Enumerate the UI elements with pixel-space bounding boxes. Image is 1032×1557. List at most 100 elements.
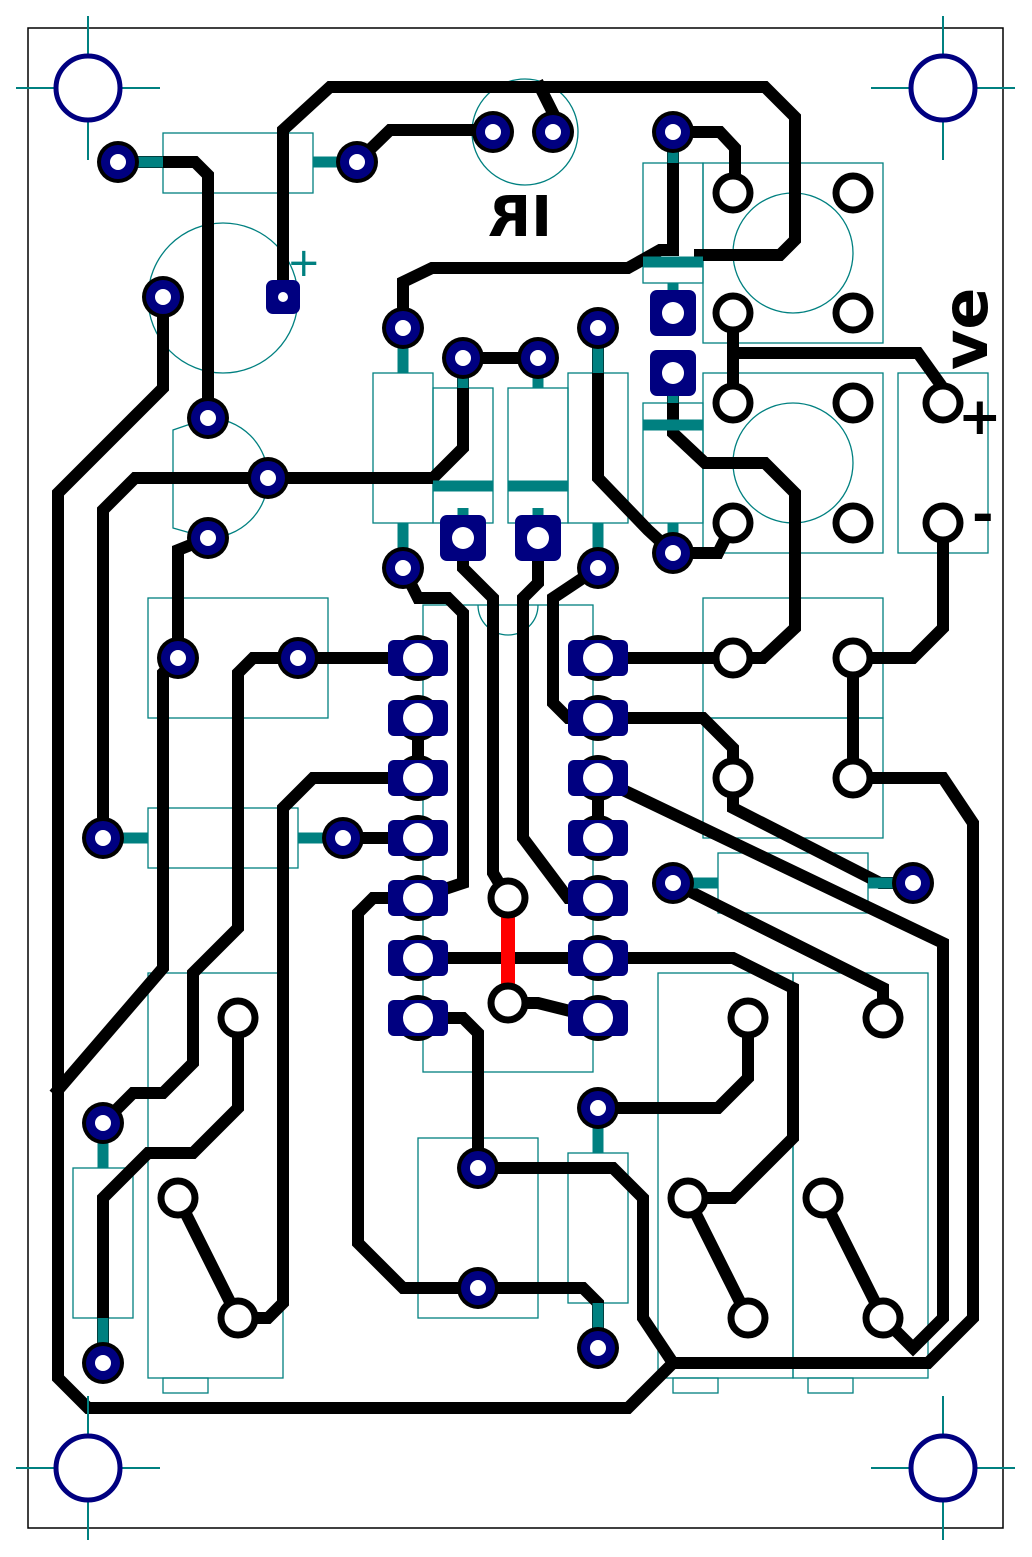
pad-hole (290, 650, 306, 666)
through-hole-pad (712, 502, 754, 544)
through-hole-pad (802, 1177, 844, 1219)
pad-hole (583, 1003, 613, 1033)
pad-hole (905, 875, 921, 891)
through-hole-pad (217, 997, 259, 1039)
pad-hole (455, 350, 471, 366)
minus-label: - (972, 485, 994, 545)
pad-hole (403, 643, 433, 673)
pad-hole (349, 154, 365, 170)
pad-hole (395, 320, 411, 336)
mounting-hole (53, 1433, 123, 1503)
pad-hole (590, 1340, 606, 1356)
through-hole-pad (862, 1297, 904, 1339)
pad-hole (403, 1003, 433, 1033)
copper-trace (679, 1189, 757, 1327)
through-hole-pad (667, 1177, 709, 1219)
through-hole-pad (832, 637, 874, 679)
through-hole-pad (727, 997, 769, 1039)
copper-trace (94, 652, 304, 1132)
pad-hole (403, 703, 433, 733)
copper-trace (97, 472, 274, 844)
pad-hole (665, 545, 681, 561)
through-hole-pad (712, 172, 754, 214)
through-hole-pad (922, 502, 964, 544)
pad-hole (470, 1160, 486, 1176)
pad-hole (662, 362, 684, 384)
through-hole-pad (487, 877, 529, 919)
copper-trace (262, 352, 469, 484)
pads-layer (82, 111, 964, 1384)
pad-hole (583, 703, 613, 733)
component-outline (672, 1377, 719, 1394)
pad-hole (200, 530, 216, 546)
copper-trace (394, 559, 469, 906)
ic-notch (477, 604, 539, 636)
pad-hole (95, 1115, 111, 1131)
ve-label: ve (929, 288, 1002, 370)
pad-hole (403, 823, 433, 853)
ir-label: IR (488, 185, 552, 250)
through-hole-pad (832, 382, 874, 424)
copper-trace (232, 772, 424, 1324)
through-hole-pad (862, 997, 904, 1039)
through-hole-pad (832, 502, 874, 544)
pad-hole (665, 875, 681, 891)
component-outline (807, 1377, 854, 1394)
pad-hole (170, 650, 186, 666)
copper-trace (412, 1012, 682, 1372)
copper-trace (169, 1189, 247, 1327)
through-hole-pad (727, 1297, 769, 1339)
pad-hole (403, 943, 433, 973)
copper-trace (277, 81, 801, 303)
pad-hole (527, 527, 549, 549)
copper-trace (397, 244, 679, 334)
pad-hole (335, 830, 351, 846)
capacitor-plus-label: + (287, 240, 321, 286)
pad-hole (583, 823, 613, 853)
pad-hole (95, 1355, 111, 1371)
pad-hole (590, 560, 606, 576)
pad-hole (403, 763, 433, 793)
through-hole-pad (712, 637, 754, 679)
copper-trace (52, 291, 979, 1414)
through-hole-pad (157, 1177, 199, 1219)
copper-trace (531, 78, 562, 122)
copper-trace (847, 517, 949, 664)
copper-trace (589, 769, 949, 1357)
pad-hole (260, 470, 276, 486)
through-hole-pad (712, 292, 754, 334)
copper-trace (814, 1189, 892, 1327)
copper-trace (592, 367, 801, 664)
through-hole-pad (832, 757, 874, 799)
pad-hole (110, 154, 126, 170)
pad-hole (590, 1100, 606, 1116)
pad-hole (583, 763, 613, 793)
pad-hole (583, 643, 613, 673)
pad-hole (583, 883, 613, 913)
pad-hole (485, 124, 501, 140)
mounting-hole (53, 53, 123, 123)
mounting-hole (908, 1433, 978, 1503)
pad-hole (470, 1280, 486, 1296)
pad-hole (530, 350, 546, 366)
mounting-hole (908, 53, 978, 123)
pad-hole (665, 124, 681, 140)
pad-hole (278, 292, 288, 302)
mounting-holes (16, 16, 1015, 1540)
pad-hole (403, 883, 433, 913)
through-hole-pad (712, 757, 754, 799)
plus-label: + (958, 387, 1002, 447)
copper-trace (667, 126, 741, 199)
pad-hole (590, 320, 606, 336)
pad-hole (583, 943, 613, 973)
pad-hole (155, 289, 171, 305)
through-hole-pad (832, 172, 874, 214)
through-hole-pad (487, 982, 529, 1024)
copper-trace (412, 952, 799, 1204)
through-hole-pad (922, 382, 964, 424)
pad-hole (95, 830, 111, 846)
pad-hole (662, 302, 684, 324)
pad-hole (545, 124, 561, 140)
pad-hole (395, 560, 411, 576)
